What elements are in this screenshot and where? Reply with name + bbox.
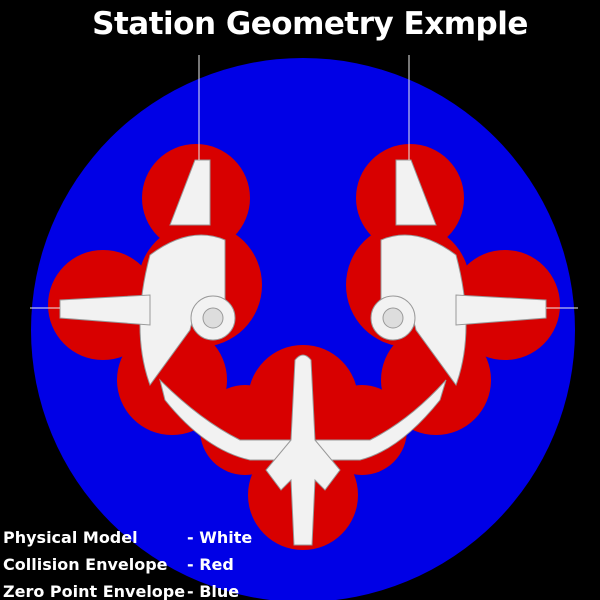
legend-label: Zero Point Envelope — [3, 582, 186, 600]
legend-label: Physical Model — [3, 528, 138, 547]
legend-value: - Red — [187, 555, 234, 574]
page-title: Station Geometry Exmple — [92, 6, 528, 42]
physical-model — [30, 55, 578, 546]
legend-value: - Blue — [187, 582, 240, 600]
legend-value: - White — [187, 528, 253, 547]
legend-label: Collision Envelope — [3, 555, 168, 574]
